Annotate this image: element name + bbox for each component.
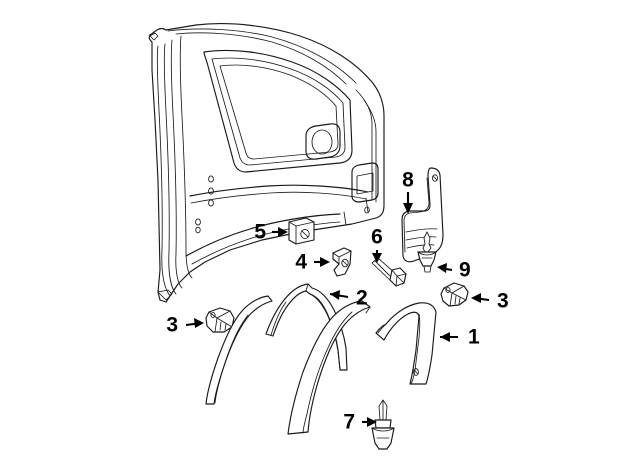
callout-3-right: 3 <box>471 290 509 313</box>
callout-5-number: 5 <box>254 221 266 244</box>
callout-4-number: 4 <box>295 251 307 274</box>
callout-4: 4 <box>295 251 330 274</box>
part-3-retainer-clip-left <box>205 307 235 333</box>
callout-1: 1 <box>440 326 480 349</box>
callout-9: 9 <box>437 259 471 282</box>
part-5-square-grommet <box>288 217 315 245</box>
part-8-mud-flap <box>401 167 444 263</box>
rear-lamp-recess <box>351 162 379 203</box>
part-9-christmas-tree-clip <box>417 231 437 273</box>
callout-6-number: 6 <box>371 226 383 249</box>
callout-7-number: 7 <box>343 411 355 434</box>
part-7-push-pin-rivet <box>371 399 395 450</box>
pillar-locator-holes <box>195 175 214 234</box>
callout-3-left-number: 3 <box>166 314 178 337</box>
callout-1-number: 1 <box>468 326 480 349</box>
part-1-wheel-opening-molding <box>375 302 437 385</box>
callout-6: 6 <box>371 226 383 263</box>
callout-8-number: 8 <box>402 169 414 192</box>
callout-3-left: 3 <box>166 314 204 337</box>
molding-arch-left <box>205 295 273 405</box>
fuel-filler-door <box>305 123 341 160</box>
part-4-wedge-bracket <box>332 247 352 277</box>
callout-5: 5 <box>254 221 288 244</box>
callout-3-right-number: 3 <box>497 290 509 313</box>
callout-9-number: 9 <box>459 259 471 282</box>
callout-7: 7 <box>343 411 377 434</box>
part-3-retainer-clip-right <box>440 282 469 307</box>
part-2-molding-arch <box>265 283 348 371</box>
callout-8: 8 <box>402 169 414 214</box>
molding-arch-center <box>287 300 371 435</box>
callout-2: 2 <box>329 287 368 310</box>
quarter-panel-assembly <box>148 23 385 303</box>
callout-2-number: 2 <box>356 287 368 310</box>
